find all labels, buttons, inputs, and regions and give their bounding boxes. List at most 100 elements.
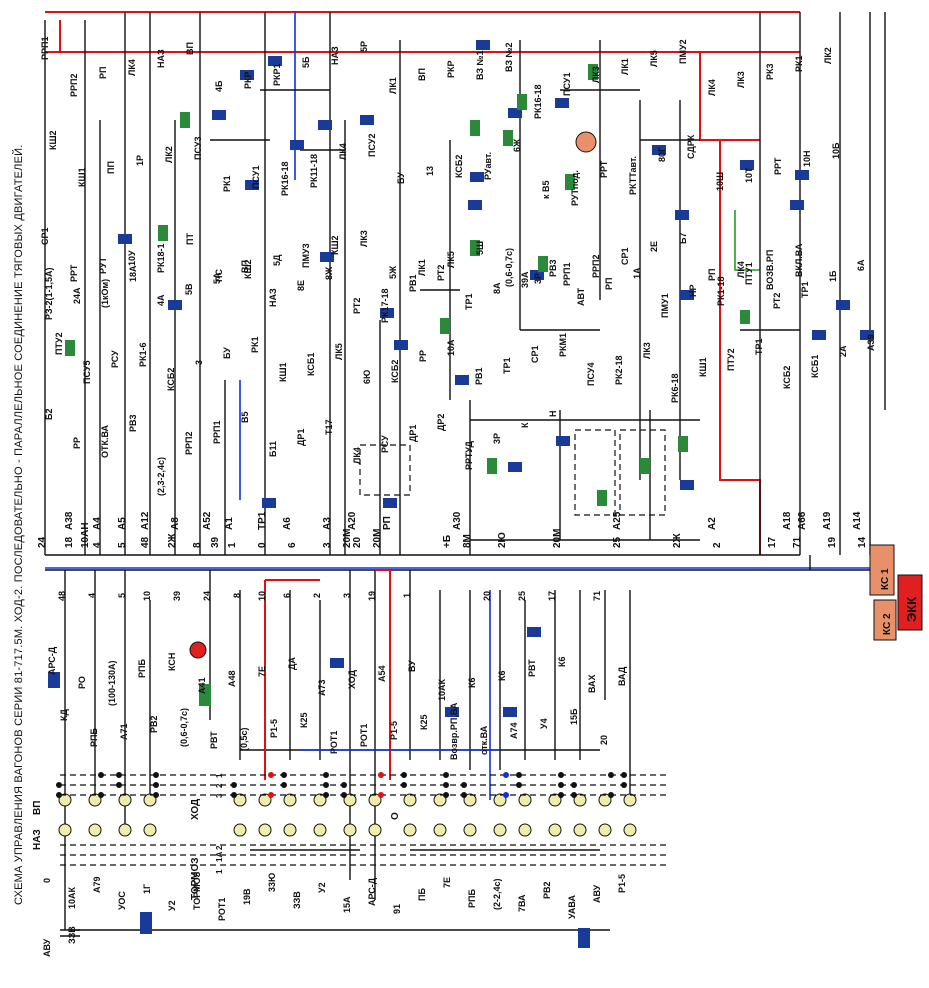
lower-label: РОТ1 [329, 731, 339, 754]
terminal-label: 6 [287, 542, 298, 548]
top-label: 10Т [744, 167, 754, 183]
top-label: ЛК4 [127, 59, 137, 76]
controller-hod-position: 1 [215, 773, 224, 778]
lower-label: 19 [367, 591, 377, 601]
mid-label: Б11 [268, 441, 278, 457]
controller-contact [56, 782, 62, 788]
mid-label: 5В [184, 283, 194, 295]
lower-label: 10АК [437, 678, 447, 701]
lower-label: КД [59, 709, 69, 721]
terminal-label: 39 [210, 536, 221, 548]
breaker-label: А38 [64, 511, 75, 530]
mid-label: ТР1 [800, 281, 810, 298]
terminal-label: 25 [612, 536, 623, 548]
mid-label: РВ1 [408, 274, 418, 292]
top-label: 10Н [802, 150, 812, 167]
controller-contact [558, 792, 564, 798]
top-label: ПСУ1 [251, 166, 261, 189]
top-label: КСБ2 [454, 155, 464, 178]
mid-label: РК2-18 [614, 355, 624, 385]
mid-label: СР1 [530, 345, 540, 363]
top-label: ЛК4 [707, 79, 717, 96]
breaker-label: А6 [282, 517, 293, 530]
bottom-row-label: АРС-Д [367, 877, 377, 906]
controller-contact [98, 772, 104, 778]
lower-label: (0,5с) [239, 727, 249, 751]
controller-contact [608, 792, 614, 798]
mid-label: БУ [222, 347, 232, 359]
breaker-label: А14 [852, 511, 863, 530]
controller-terminal [258, 823, 272, 837]
mid-label: РТ2 [772, 293, 782, 309]
controller-terminal [403, 823, 417, 837]
controller-contact [401, 782, 407, 788]
controller-contact [401, 772, 407, 778]
top-label: КШ2 [330, 235, 340, 255]
bottom-row-label: 91 [392, 904, 402, 914]
breaker-label: А12 [140, 511, 151, 530]
mid-label: РВ1 [474, 367, 484, 385]
mid-label: Т17 [324, 419, 334, 435]
top-label: 13 [425, 166, 435, 176]
lower-label: 1 [402, 593, 412, 598]
controller-terminal [143, 823, 157, 837]
terminal-label: 10АН [80, 522, 91, 548]
top-label: ВКЛ.ВА [794, 243, 804, 277]
controller-contact [558, 782, 564, 788]
top-label: ВЗ №1 [475, 50, 485, 80]
mid-label: 3 [194, 360, 204, 365]
terminal-label: 8 [192, 542, 203, 548]
lower-label: РПБ [137, 659, 147, 678]
lower-section [60, 569, 631, 937]
top-label: КШ2 [48, 130, 58, 150]
controller-terminal [598, 793, 612, 807]
top-label: ЛК1 [417, 259, 427, 276]
top-label: 10Б [831, 142, 841, 159]
lower-label: У4 [539, 718, 549, 729]
terminal-label: 20 [352, 536, 363, 548]
top-label: к В5 [541, 180, 551, 199]
mid-label: 6Ю [362, 370, 372, 384]
top-label: ВОЗВ.РП [765, 250, 775, 290]
top-label: 80Г [657, 147, 667, 162]
breaker-label: А1 [224, 517, 235, 530]
controller-contact [516, 772, 522, 778]
terminal-label: 0 [257, 542, 268, 548]
top-label: БУ [396, 172, 406, 184]
lower-label: отк.ВА [479, 725, 489, 755]
mid-label: ТР1 [464, 293, 474, 310]
breaker-label: РП [382, 516, 393, 530]
controller-terminal [518, 823, 532, 837]
bottom-row-label: У2 [317, 882, 327, 893]
lower-label: 71 [592, 591, 602, 601]
top-label: РК18-1 [156, 243, 166, 273]
controller-terminal [623, 793, 637, 807]
controller-contact [503, 792, 509, 798]
top-label: РП [707, 269, 717, 281]
mid-label: КСБ1 [306, 353, 316, 376]
controller-terminal [493, 823, 507, 837]
controller-contact [608, 772, 614, 778]
breaker-label: А4 [92, 517, 103, 530]
controller-hod-label: ХОД [190, 799, 201, 820]
controller-terminal [463, 823, 477, 837]
lower-label: 8 [232, 593, 242, 598]
mid-label: РП [604, 278, 614, 290]
bottom-row-label: А79 [92, 876, 102, 893]
lower-label: А48 [227, 670, 237, 687]
lower-label: Р1-5 [269, 719, 279, 738]
lower-label: 48 [57, 591, 67, 601]
mid-label: ПСУ4 [586, 363, 596, 386]
lower-coils [48, 627, 590, 948]
controller-contact [621, 772, 627, 778]
mid-label: ЛК3 [642, 342, 652, 359]
controller-contact [443, 782, 449, 788]
mid-label: 39А [520, 271, 530, 288]
mid-label: АВТ [576, 287, 586, 306]
controller-terminal [283, 823, 297, 837]
controller-terminal [58, 793, 72, 807]
mid-label: 5А [212, 272, 222, 284]
top-label: КШ2 [243, 259, 253, 279]
lower-label: РВТ [209, 731, 219, 749]
